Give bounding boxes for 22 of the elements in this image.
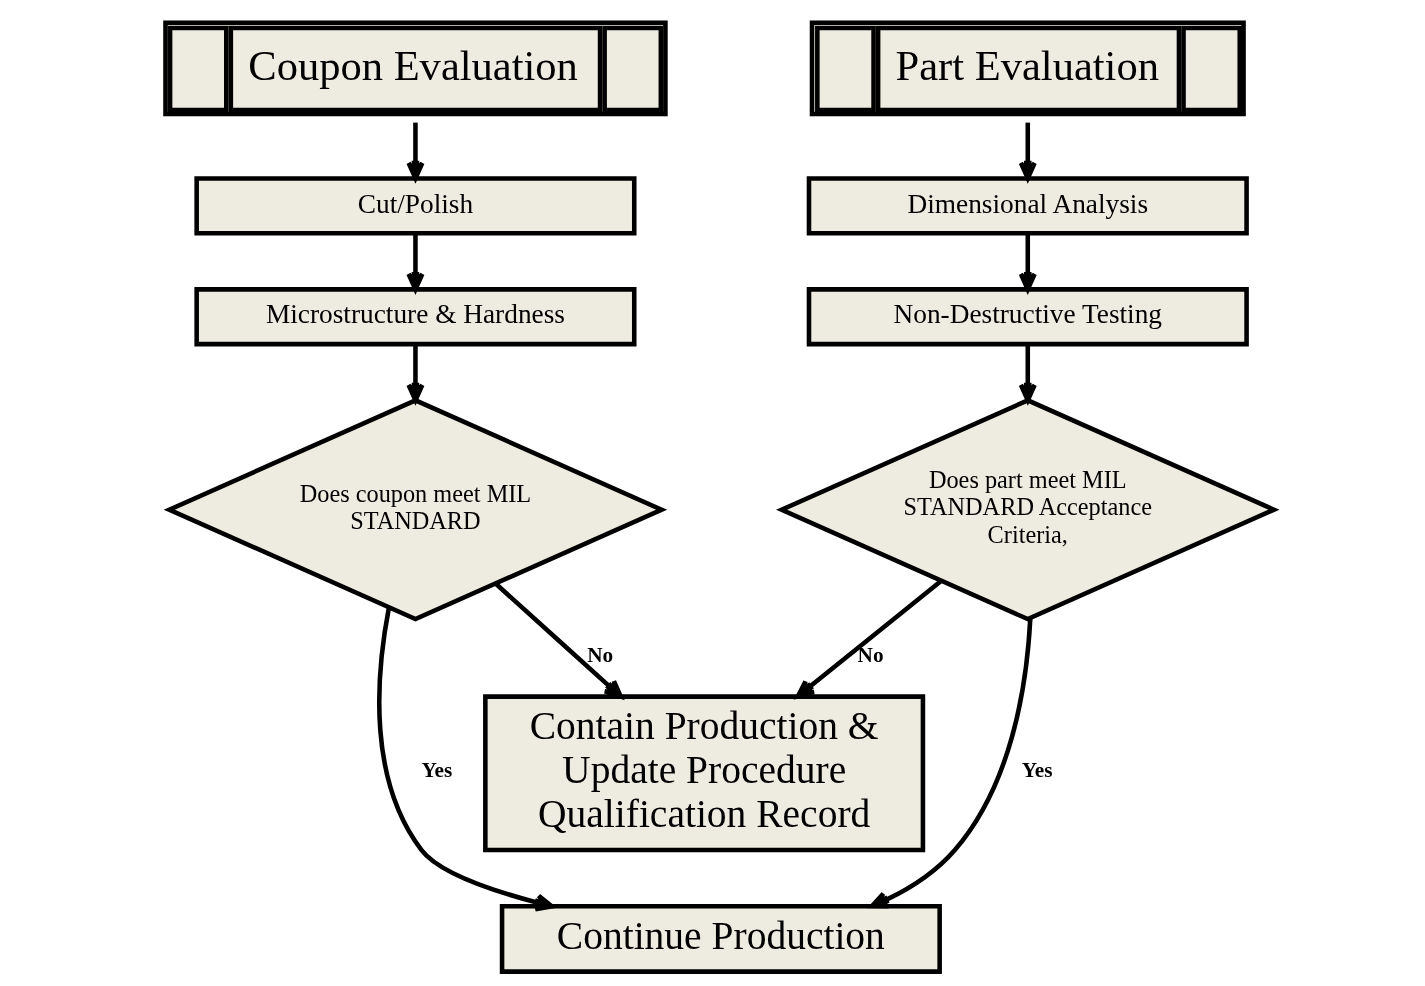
arrow	[406, 344, 425, 403]
arrow	[1018, 122, 1037, 181]
arrow	[869, 617, 1033, 909]
node-diamond: Does part meet MIL STANDARD Acceptance Criteria,	[776, 397, 1280, 622]
node-box: Dimensional Analysis	[806, 176, 1249, 236]
edge-label: No	[587, 642, 614, 667]
arrow	[1018, 344, 1037, 403]
node-box: Microstructure & Hardness	[194, 287, 637, 347]
node-box: Continue Production	[499, 904, 942, 974]
node-diamond: Does coupon meet MIL STANDARD	[163, 397, 668, 622]
arrow	[795, 579, 943, 699]
edge-label: Yes	[1021, 758, 1053, 783]
arrow	[1018, 233, 1037, 292]
node-box: Contain Production & Update Procedure Qualification Record	[483, 694, 926, 853]
edge-label: Yes	[421, 758, 453, 783]
node-box: Non-Destructive Testing	[806, 287, 1249, 347]
arrow	[494, 582, 623, 699]
edge-label: No	[857, 642, 884, 667]
arrow	[406, 233, 425, 292]
arrow	[377, 607, 555, 912]
arrow	[406, 122, 425, 181]
node-box: Cut/Polish	[194, 176, 637, 236]
